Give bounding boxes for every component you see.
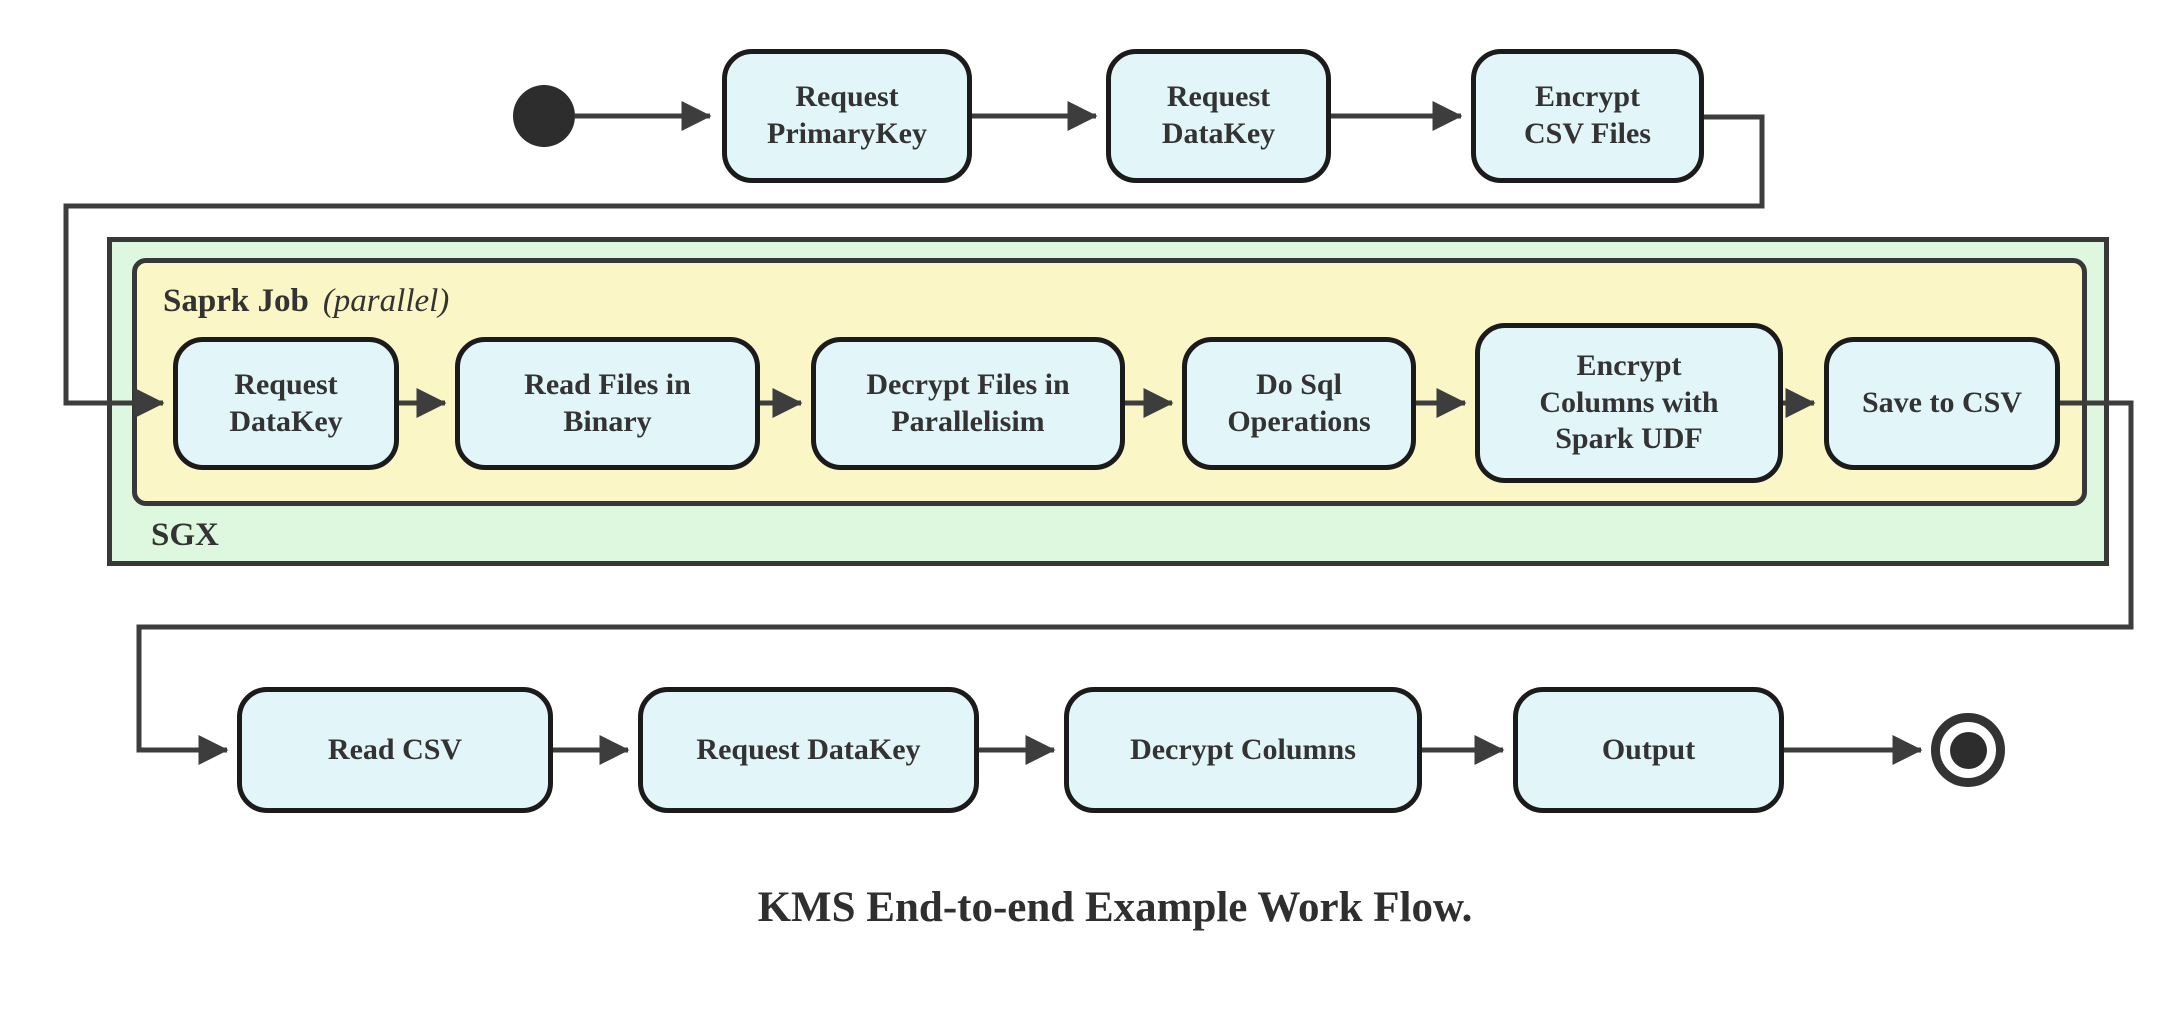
diagram-caption: KMS End-to-end Example Work Flow. xyxy=(757,884,1473,931)
node-encrypt-columns-with-spark-udf: Encrypt Columns with Spark UDF xyxy=(1475,323,1783,483)
node-do-sql-operations: Do Sql Operations xyxy=(1182,337,1416,470)
node-read-csv: Read CSV xyxy=(237,687,553,813)
end-state-icon xyxy=(1931,713,2005,787)
spark-job-parallel-qualifier: (parallel) xyxy=(322,283,450,319)
node-decrypt-columns: Decrypt Columns xyxy=(1064,687,1422,813)
node-request-primarykey: Request PrimaryKey xyxy=(722,49,972,183)
node-decrypt-files-in-parallelisim: Decrypt Files in Parallelisim xyxy=(811,337,1125,470)
sgx-label: SGX xyxy=(151,517,219,553)
node-save-to-csv: Save to CSV xyxy=(1824,337,2060,470)
end-state-inner-dot xyxy=(1949,731,1987,769)
node-output: Output xyxy=(1513,687,1784,813)
node-read-files-in-binary: Read Files in Binary xyxy=(455,337,760,470)
spark-job-label-text: Saprk Job xyxy=(163,283,309,319)
node-request-datakey-top: Request DataKey xyxy=(1106,49,1331,183)
node-request-datakey-bottom: Request DataKey xyxy=(638,687,979,813)
node-request-datakey-sgx: Request DataKey xyxy=(173,337,399,470)
start-state-icon xyxy=(513,85,575,147)
spark-job-label: Saprk Job (parallel) xyxy=(163,283,449,320)
node-encrypt-csv-files: Encrypt CSV Files xyxy=(1471,49,1704,183)
